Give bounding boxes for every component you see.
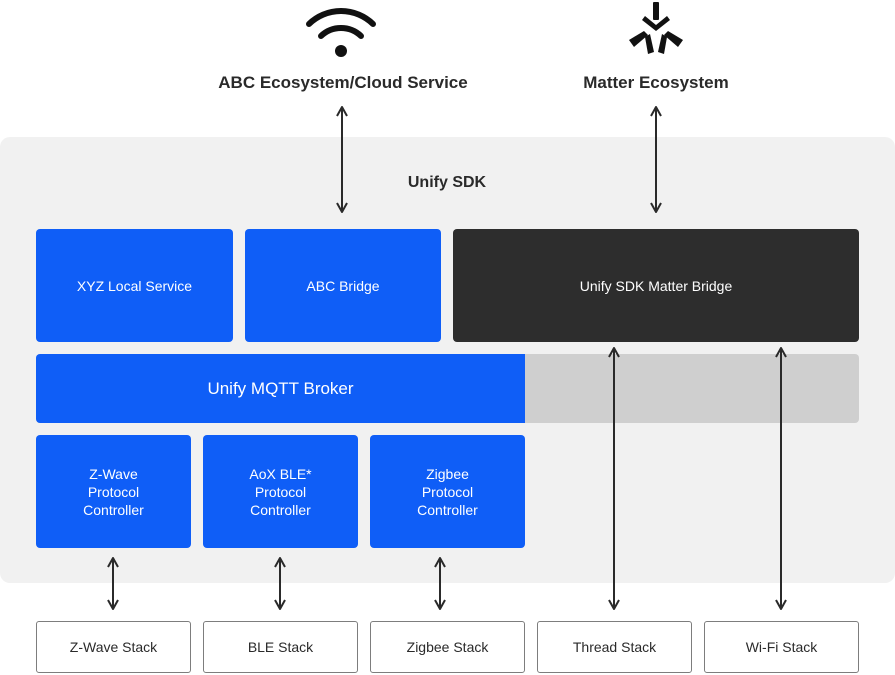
zigbee-controller-box: Zigbee Protocol Controller [370, 435, 525, 548]
abc-ecosystem-label: ABC Ecosystem/Cloud Service [218, 73, 468, 92]
abc-bridge-label: ABC Bridge [306, 277, 380, 294]
zwave-stack-label: Z-Wave Stack [69, 639, 158, 655]
ble-stack-label: BLE Stack [247, 639, 314, 655]
zigbee-stack-box: Zigbee Stack [370, 621, 525, 673]
matter-icon [629, 2, 683, 54]
zwave-controller-box: Z-Wave Protocol Controller [36, 435, 191, 548]
ble-controller-label: AoX BLE* Protocol Controller [249, 465, 312, 518]
matter-ecosystem-label: Matter Ecosystem [583, 73, 729, 92]
thread-stack-label: Thread Stack [572, 639, 657, 655]
matter-bridge-label: Unify SDK Matter Bridge [579, 277, 733, 294]
abc-bridge-box: ABC Bridge [245, 229, 441, 342]
matter-bridge-box: Unify SDK Matter Bridge [453, 229, 859, 342]
xyz-local-service-label: XYZ Local Service [76, 277, 193, 294]
zwave-controller-label: Z-Wave Protocol Controller [83, 465, 144, 518]
ble-controller-box: AoX BLE* Protocol Controller [203, 435, 358, 548]
xyz-local-service-box: XYZ Local Service [36, 229, 233, 342]
mqtt-broker-label: Unify MQTT Broker [207, 378, 354, 398]
wifi-stack-box: Wi-Fi Stack [704, 621, 859, 673]
unify-sdk-title: Unify SDK [407, 174, 487, 191]
thread-stack-box: Thread Stack [537, 621, 692, 673]
mqtt-broker-box: Unify MQTT Broker [36, 354, 525, 423]
zigbee-stack-label: Zigbee Stack [406, 639, 489, 655]
wifi-stack-label: Wi-Fi Stack [745, 639, 818, 655]
zwave-stack-box: Z-Wave Stack [36, 621, 191, 673]
wifi-icon [306, 8, 376, 57]
zigbee-controller-label: Zigbee Protocol Controller [417, 465, 478, 518]
ble-stack-box: BLE Stack [203, 621, 358, 673]
